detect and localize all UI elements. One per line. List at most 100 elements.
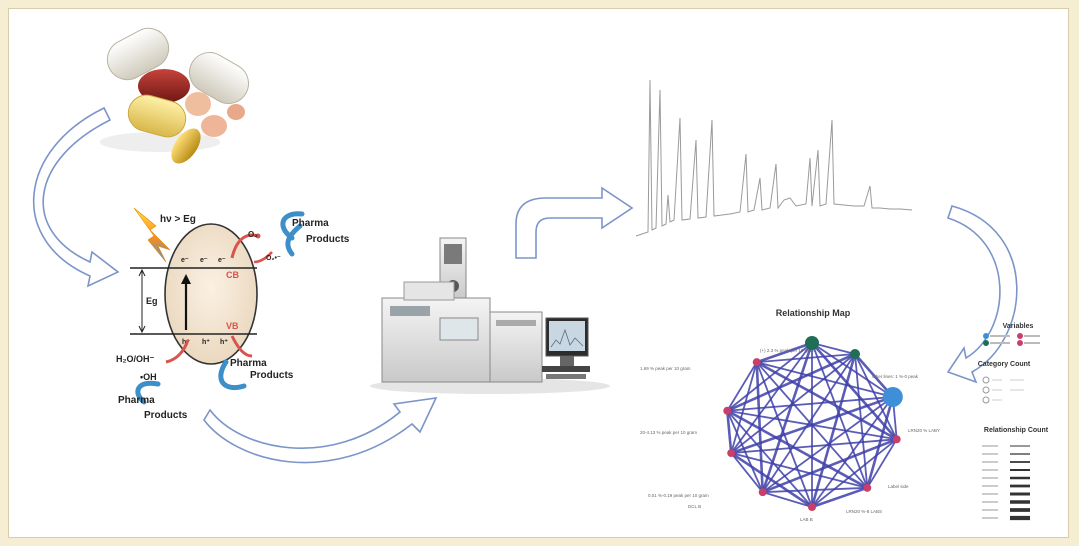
network-node-label: other lines: 1 %-0 peak [872, 374, 919, 379]
network-edge [810, 353, 857, 508]
photocatalysis-diagram: hν > Eg Eg e⁻ e⁻ e⁻ h⁺ h⁺ h⁺ CB VB O₂ O₂… [116, 207, 350, 421]
legend-relationship-title: Relationship Count [984, 427, 1049, 434]
network-edge [756, 361, 894, 398]
network-node [882, 386, 903, 407]
network-edge [761, 342, 814, 493]
vb-label: VB [226, 321, 239, 331]
hole-label: h⁺ [202, 339, 210, 346]
degradation-arrow-icon [218, 359, 247, 390]
network-node-label: 0.01 %-0.19 peak per 10 gram [648, 493, 709, 498]
network-node-labels: (+) 2.3 % peak per 10 gram 1.69 % peak pe… [640, 348, 940, 522]
network-legend: Variables Category Count Relationship Co… [978, 323, 1049, 521]
network-edge [726, 409, 868, 489]
energy-label: hν > Eg [160, 214, 196, 225]
network-node [850, 348, 860, 359]
band-gap-label: Eg [146, 296, 158, 306]
water-label: H₂O/OH⁻ [116, 354, 154, 364]
network-edge [811, 342, 894, 398]
network-edge [756, 361, 898, 441]
legend-relationship-rows [982, 445, 1030, 521]
network-edges [726, 341, 898, 509]
network-edge [762, 486, 868, 494]
network-node [723, 406, 732, 415]
network-edge [726, 410, 813, 508]
legend-size-circle [982, 396, 990, 404]
network-edge [726, 410, 733, 454]
degradation-arrow-icon [135, 380, 161, 405]
legend-size-circle [982, 376, 990, 384]
chromatogram-plot [635, 79, 913, 237]
network-edge [811, 342, 856, 355]
curved-arrow-catalyst-to-instrument [203, 396, 438, 464]
network-edge [866, 438, 898, 489]
gc-ms-instrument-image [370, 237, 610, 394]
network-edge [756, 341, 813, 364]
oxygen-label: O₂ [248, 230, 258, 239]
network-node-label: LRN20 %-8 LABS [846, 509, 882, 514]
network-edge [726, 361, 758, 412]
products-label: Products [250, 370, 294, 381]
legend-size-circle [982, 386, 990, 394]
network-node [863, 483, 872, 492]
legend-variables-title: Variables [1003, 323, 1034, 330]
network-edge [762, 491, 813, 508]
arrow-instrument-to-chromatogram [515, 186, 634, 259]
network-node-label: LRN20 % LABY [908, 428, 940, 433]
network-edge [755, 361, 813, 508]
network-edge [756, 353, 856, 364]
curved-arrow-chromatogram-to-network [946, 205, 1018, 384]
chromatogram-trace [635, 79, 913, 237]
lightning-icon [133, 207, 171, 263]
legend-swatch [1017, 333, 1023, 339]
network-edge [811, 486, 868, 509]
pharma-label: Pharma [230, 358, 267, 369]
legend-category-title: Category Count [978, 361, 1031, 368]
network-edge [730, 452, 764, 493]
network-node [727, 449, 736, 458]
network-edge [730, 452, 868, 489]
network-node [805, 336, 819, 350]
network-edge [727, 396, 893, 412]
electron-label: e⁻ [218, 257, 226, 264]
network-edge [731, 438, 897, 454]
products-label: Products [144, 410, 188, 421]
pharma-label: Pharma [292, 218, 329, 229]
network-node [808, 503, 816, 511]
curved-arrow-pills-to-catalyst [32, 106, 120, 288]
legend-swatch [983, 333, 989, 339]
network-edge [811, 342, 898, 441]
network-edge [730, 451, 813, 509]
network-edge [755, 362, 764, 493]
network-edge [730, 361, 758, 454]
legend-swatch [1017, 340, 1023, 346]
network-edge [866, 396, 895, 489]
relationship-map: Relationship Map (+) 2.3 % peak per 10 g… [640, 308, 1049, 522]
network-edge [726, 410, 764, 493]
network-node-label: (+) 2.3 % peak per 10 gram [760, 348, 815, 353]
network-node [892, 435, 901, 444]
cb-label: CB [226, 270, 239, 280]
network-title: Relationship Map [776, 308, 851, 318]
network-node-label: DCL B [688, 504, 701, 509]
network-node-label: 1.69 % peak per 10 gram [640, 366, 691, 371]
products-label: Products [306, 234, 350, 245]
electron-label: e⁻ [200, 257, 208, 264]
network-edge [756, 361, 868, 489]
network-edge [854, 353, 898, 440]
hole-label: h⁺ [220, 339, 228, 346]
network-node [758, 488, 767, 497]
pharma-label: Pharma [118, 395, 155, 406]
hydroxyl-label: •OH [140, 372, 157, 382]
network-edge [730, 342, 813, 454]
superoxide-label: O₂•⁻ [266, 255, 281, 262]
network-node-label: 20-4.13 % peak per 10 gram [640, 430, 697, 435]
network-node-label: Label side [888, 484, 909, 489]
electron-label: e⁻ [181, 257, 189, 264]
network-node-label: LAB B [800, 517, 813, 522]
legend-swatch [983, 340, 989, 346]
network-node [752, 358, 761, 367]
pills-image [100, 27, 250, 164]
catalyst-particle [164, 223, 258, 365]
network-nodes [723, 336, 903, 511]
